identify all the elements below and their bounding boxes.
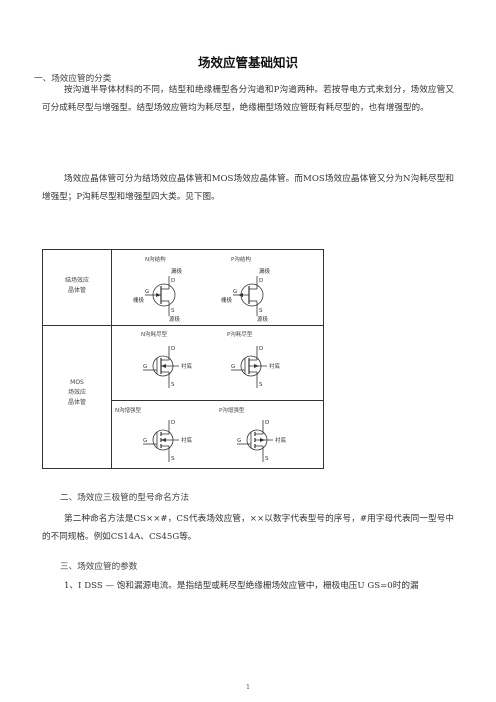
section-2-heading: 二、场效应三极管的型号命名方法 [60, 493, 189, 503]
svg-text:G: G [237, 438, 241, 444]
enhancement-n-title: N沟增强型 [115, 408, 142, 414]
svg-text:D: D [259, 346, 263, 352]
jfet-n-symbol: 漏极 D G 栅极 S 源极 [131, 262, 193, 326]
enhancement-p-title: P沟增强型 [219, 408, 245, 414]
section-3-heading: 三、场效应管的参数 [60, 562, 138, 572]
svg-text:D: D [259, 278, 263, 284]
svg-text:S: S [171, 456, 175, 462]
svg-text:衬底: 衬底 [181, 436, 193, 444]
svg-text:栅极: 栅极 [221, 296, 233, 304]
svg-text:漏极: 漏极 [259, 267, 271, 275]
depletion-p-symbol: D G 衬底 S [223, 338, 285, 400]
svg-text:G: G [143, 364, 147, 370]
fet-classification-table: 结场效应 晶体管 MOS 场效应 晶体管 N沟结构 漏极 D G 栅极 S 源极… [42, 249, 324, 469]
depletion-n-symbol: D G 衬底 S [135, 338, 197, 400]
jfet-p-symbol: 漏极 D G 栅极 S 源极 [219, 262, 281, 326]
section-1-paragraph-2: 场效应晶体管可分为结场效应晶体管和MOS场效应晶体管。而MOS场效应晶体管又分为… [42, 174, 454, 202]
svg-text:G: G [145, 289, 149, 295]
section-1-heading: 一、场效应管的分类 [34, 74, 112, 84]
page-title: 场效应管基础知识 [197, 55, 298, 70]
svg-text:G: G [233, 289, 237, 295]
svg-text:S: S [171, 308, 175, 314]
depletion-n-title: N沟耗尽型 [141, 332, 168, 338]
jfet-p-title: P沟结构 [231, 257, 251, 263]
svg-text:漏极: 漏极 [171, 267, 183, 275]
svg-text:衬底: 衬底 [269, 362, 281, 370]
table-column-divider [111, 250, 112, 468]
section-2-paragraph-1: 第二种命名方法是CS××#，CS代表场效应管，××以数字代表型号的序号，#用字母… [42, 514, 454, 542]
jfet-n-title: N沟结构 [145, 257, 166, 263]
table-row-divider [43, 325, 323, 326]
svg-text:D: D [171, 346, 175, 352]
svg-text:S: S [265, 456, 269, 462]
page-number: 1 [246, 684, 250, 691]
svg-text:D: D [171, 420, 175, 426]
enhancement-p-symbol: D G 衬底 S [229, 414, 291, 472]
svg-text:S: S [171, 382, 175, 388]
svg-text:D: D [265, 420, 269, 426]
svg-text:衬底: 衬底 [275, 436, 287, 444]
svg-text:源极: 源极 [257, 315, 269, 322]
enhancement-n-symbol: D G 衬底 S [135, 414, 197, 472]
section-3-paragraph-1: 1、I DSS — 饱和漏源电流。是指结型或耗尽型绝缘栅场效应管中，栅极电压U … [64, 581, 419, 591]
svg-text:G: G [231, 364, 235, 370]
svg-text:S: S [259, 308, 263, 314]
row-label-mosfet: MOS 场效应 晶体管 [67, 379, 86, 406]
svg-text:源极: 源极 [169, 315, 181, 322]
svg-text:D: D [171, 278, 175, 284]
svg-text:衬底: 衬底 [181, 362, 193, 370]
section-1-paragraph-1: 按沟道半导体材料的不同，结型和绝缘栅型各分沟道和P沟道两种。若按导电方式来划分，… [42, 85, 454, 113]
svg-text:栅极: 栅极 [133, 296, 145, 304]
depletion-p-title: P沟耗尽型 [227, 332, 253, 338]
svg-text:G: G [143, 438, 147, 444]
table-subrow-divider [111, 400, 323, 401]
svg-text:S: S [259, 382, 263, 388]
row-label-jfet: 结场效应 晶体管 [64, 277, 89, 294]
